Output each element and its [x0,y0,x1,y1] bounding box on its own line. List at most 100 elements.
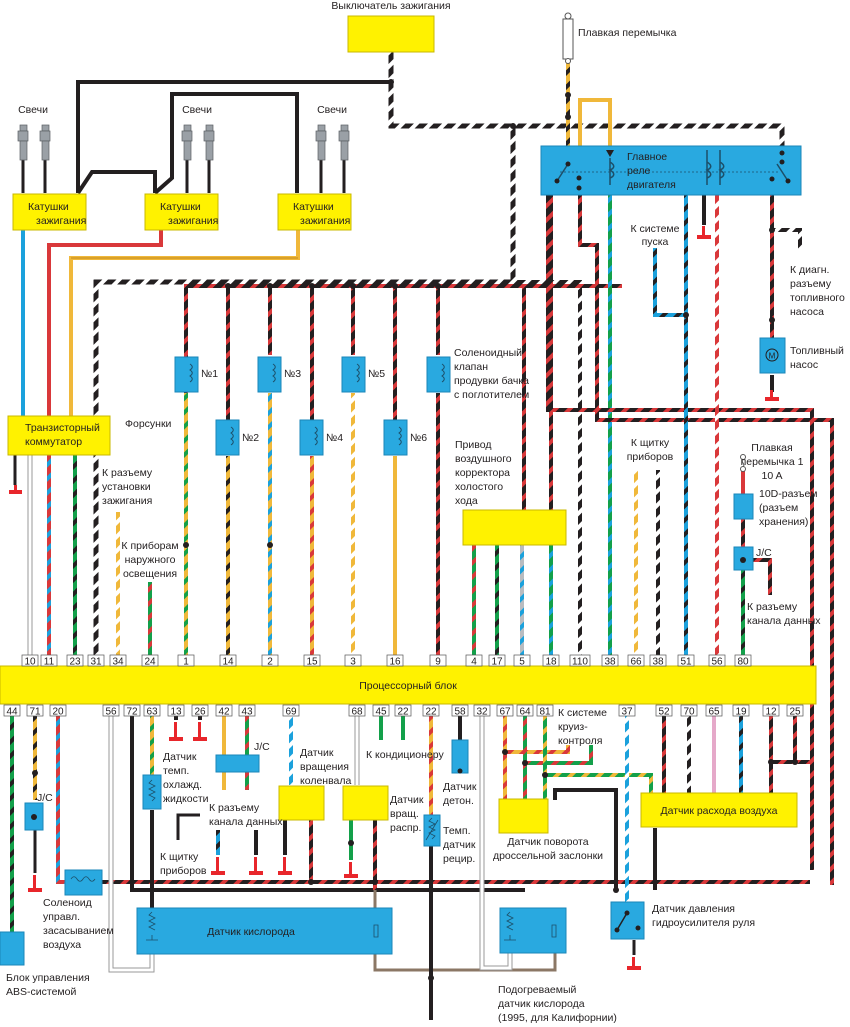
fuse1-label-1: Плавкая [751,442,792,454]
fusible-link-label: Плавкая перемычка [578,27,677,39]
exterior-lights-note-1: К приборам [121,540,178,552]
ecu-pin-box [513,654,531,667]
ignition-switch-label: Выключатель зажигания [331,0,450,12]
ecu-pin-box [786,704,804,717]
idle-label-4: холостого [455,481,503,493]
purge-label-4: с поглотителем [454,389,529,401]
ecu-pin-box [569,654,591,667]
ground-icon [697,226,711,239]
ecu-pin-box [141,654,159,667]
ecu-pin-box [734,654,752,667]
ecu-pin-box [215,704,233,717]
spark-plug-icon [17,124,29,161]
ecu-pin-box [123,704,141,717]
timing-note-3: зажигания [102,495,152,507]
connector-10d-label-3: хранения) [759,516,808,528]
ecu-pin-box [238,704,256,717]
ecu-pin-label: 67 [499,707,511,718]
heated-o2-label-2: датчик кислорода [498,998,585,1010]
fuel-pump-label-1: Топливный [790,345,844,357]
heated-o2-sensor [499,907,567,954]
heated-o2-label-1: Подогреваемый [498,984,577,996]
diag-note-3: топливного [790,292,845,304]
exterior-lights-note-2: наружного [125,554,176,566]
ecu-pin-label: 10 [24,657,36,668]
air-solenoid-label-2: управл. [43,911,80,923]
ecu-pin-label: 70 [683,707,695,718]
idle-label-5: хода [455,495,478,507]
spark-plugs-label-1: Свечи [18,104,48,116]
ecu-pin-label: 20 [52,707,64,718]
ignition-coil-2 [144,193,219,231]
ecu-pin-label: 11 [44,657,55,668]
spark-plug-icon [203,124,215,161]
ecu-pin-label: 65 [708,707,720,718]
injector-1 [174,356,199,393]
injector-5 [341,356,366,393]
wire-ignition-feed [388,52,545,129]
timing-note-1: К разъему [102,467,153,479]
fuel-pump: M [759,337,786,374]
spark-plug-icon [338,124,350,161]
ecu-block [0,665,817,705]
cruise-label-2: круиз- [558,721,588,733]
wires [10,30,834,1020]
wire-coil2-feed [153,92,299,195]
connector-10d [733,493,754,520]
knock-label-1: Датчик [443,781,477,793]
air-solenoid-label-3: засасыванием [43,925,114,937]
ecu-pin-box [732,704,750,717]
ps-sensor-label-1: Датчик давления [652,903,735,915]
ecu-pin-box [3,704,21,717]
ecu-pin-label: 22 [397,707,409,718]
ecu-pin-label: 5 [519,657,525,668]
distributor-label-2: вращ. [390,808,419,820]
timing-note-2: установки [102,481,151,493]
coil-1-label-a: Катушки [28,201,69,213]
fuse-link-1-icon [740,454,746,472]
ecu-pin-label: 22 [425,707,437,718]
starter-note-2: пуска [642,236,669,248]
labels: Выключатель зажигания Плавкая перемычка … [6,0,845,1024]
spark-plugs-label-2: Свечи [182,104,212,116]
diag-note-4: насоса [790,306,824,318]
ecu-pin-box [451,704,469,717]
ecu-pin-box [465,654,483,667]
ecu-pin-box [303,654,321,667]
purge-solenoid-box [426,356,451,393]
air-solenoid [64,869,103,896]
ecu-pin-box [394,704,412,717]
wire-coil2-out [47,230,163,418]
ecu-pin-label: 38 [652,657,664,668]
spark-plug-icon [315,124,327,161]
ecu-pin-label: 80 [737,657,749,668]
coolant-label-2: темп. [163,765,189,777]
crank-label-2: вращения [300,761,349,773]
ecu-pin-label: 18 [545,657,557,668]
wire-relay-loop [578,192,834,885]
ecu-pin-label: 1 [183,657,189,668]
ecu-pin-box [705,704,723,717]
coolant-label-3: охлажд. [163,779,202,791]
ecu-pin-box [102,704,120,717]
o2-label: Датчик кислорода [207,926,295,938]
distributor-label-3: распр. [390,822,421,834]
coolant-label-1: Датчик [163,751,197,763]
ground-icon [9,485,22,494]
abs-label-1: Блок управления [6,972,90,984]
ecu-pin-label: 51 [680,657,692,668]
ground-icon [249,857,263,875]
ecu-pin-box [143,704,161,717]
abs-label-2: ABS-системой [6,986,76,998]
ecu-pin-box [177,654,195,667]
injector-2 [215,419,240,456]
ecu-pin-box [191,704,209,717]
ground-icon [28,875,42,892]
distributor-label-1: Датчик [390,794,424,806]
ecu-pin-box [422,704,440,717]
instrument-note-top-1: К щитку [631,437,670,449]
coil-2-label-b: зажигания [168,215,218,227]
injector-4 [299,419,324,456]
diag-note-2: разъему [790,278,832,290]
